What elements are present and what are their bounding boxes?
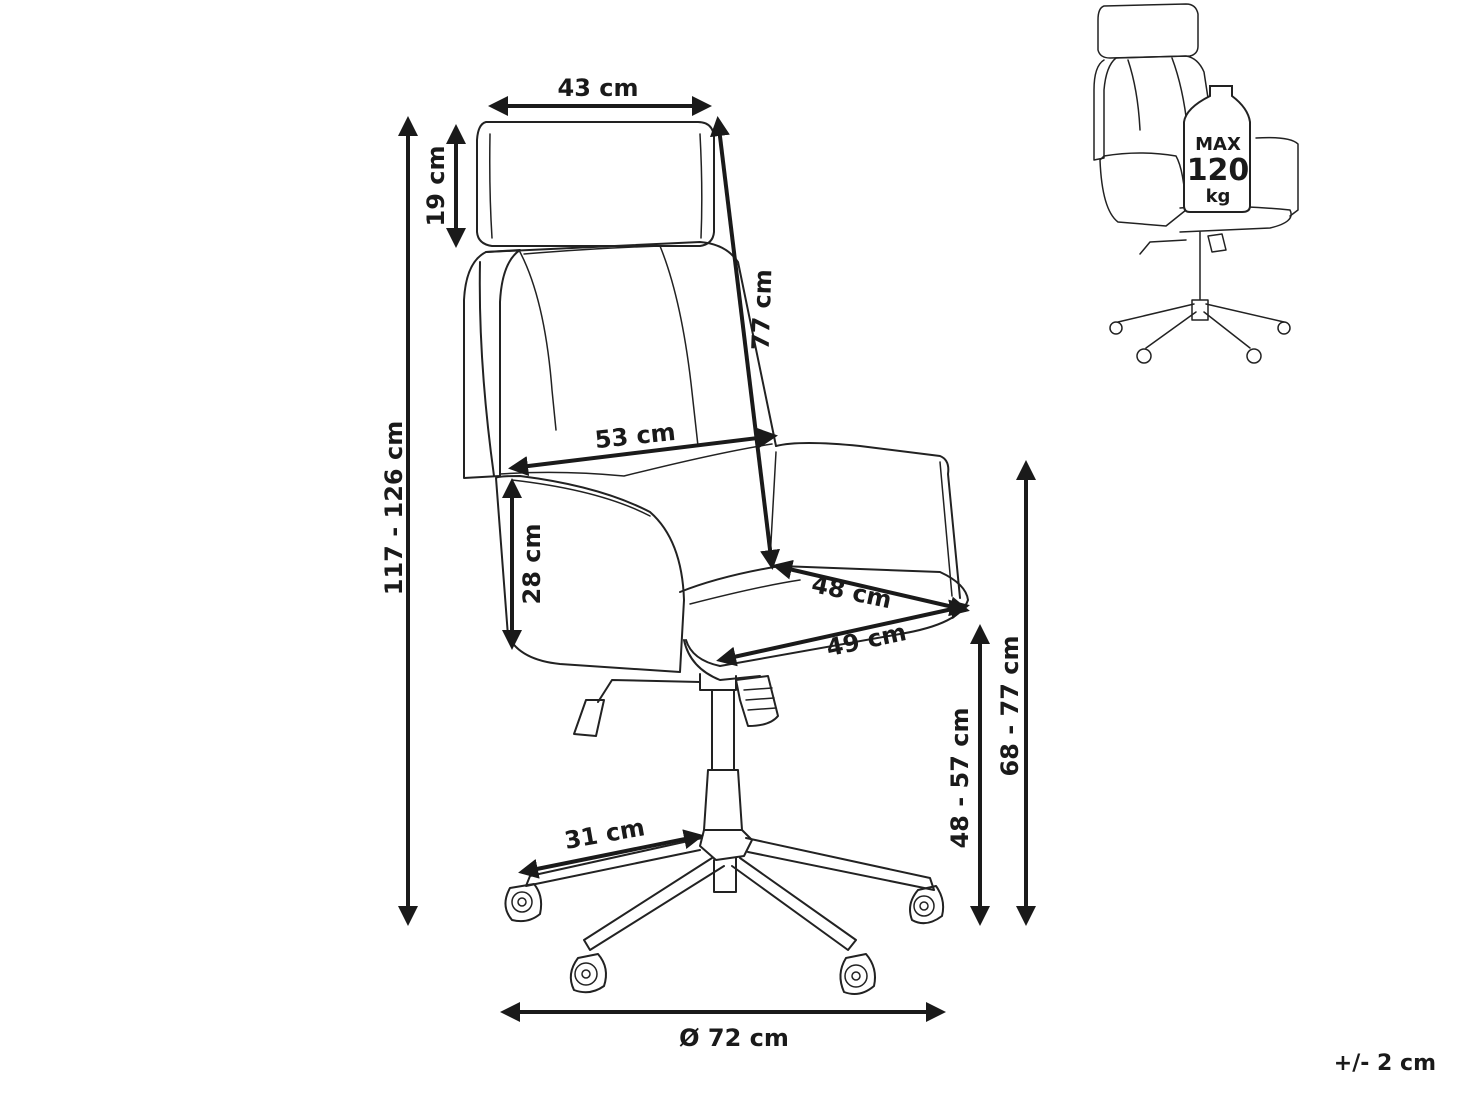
seat-height-label: 48 - 57 cm bbox=[946, 707, 974, 848]
max-label: MAX bbox=[1195, 134, 1241, 155]
seat-depth-label: 48 cm bbox=[809, 570, 894, 614]
base-diameter-label: Ø 72 cm bbox=[679, 1024, 789, 1052]
caster-front-right bbox=[839, 953, 876, 995]
caster-front-left bbox=[569, 953, 607, 994]
caster-right bbox=[909, 885, 945, 925]
armrest-floor-height-label: 68 - 77 cm bbox=[996, 635, 1024, 776]
headrest-height-label: 19 cm bbox=[422, 146, 450, 227]
small-chair-illustration: MAX 120 kg bbox=[1093, 3, 1299, 364]
max-weight-value: 120 bbox=[1187, 153, 1250, 188]
seat-width-label: 49 cm bbox=[824, 618, 909, 662]
max-weight-unit: kg bbox=[1206, 186, 1231, 207]
dimension-arrows bbox=[398, 96, 1036, 1022]
headrest-width-label: 43 cm bbox=[558, 74, 639, 102]
caster-left bbox=[504, 883, 543, 923]
backrest-height-label: 77 cm bbox=[747, 269, 778, 351]
tolerance-note: +/- 2 cm bbox=[1334, 1051, 1436, 1076]
total-height-label: 117 - 126 cm bbox=[380, 421, 408, 595]
armrest-height-label: 28 cm bbox=[518, 524, 546, 605]
